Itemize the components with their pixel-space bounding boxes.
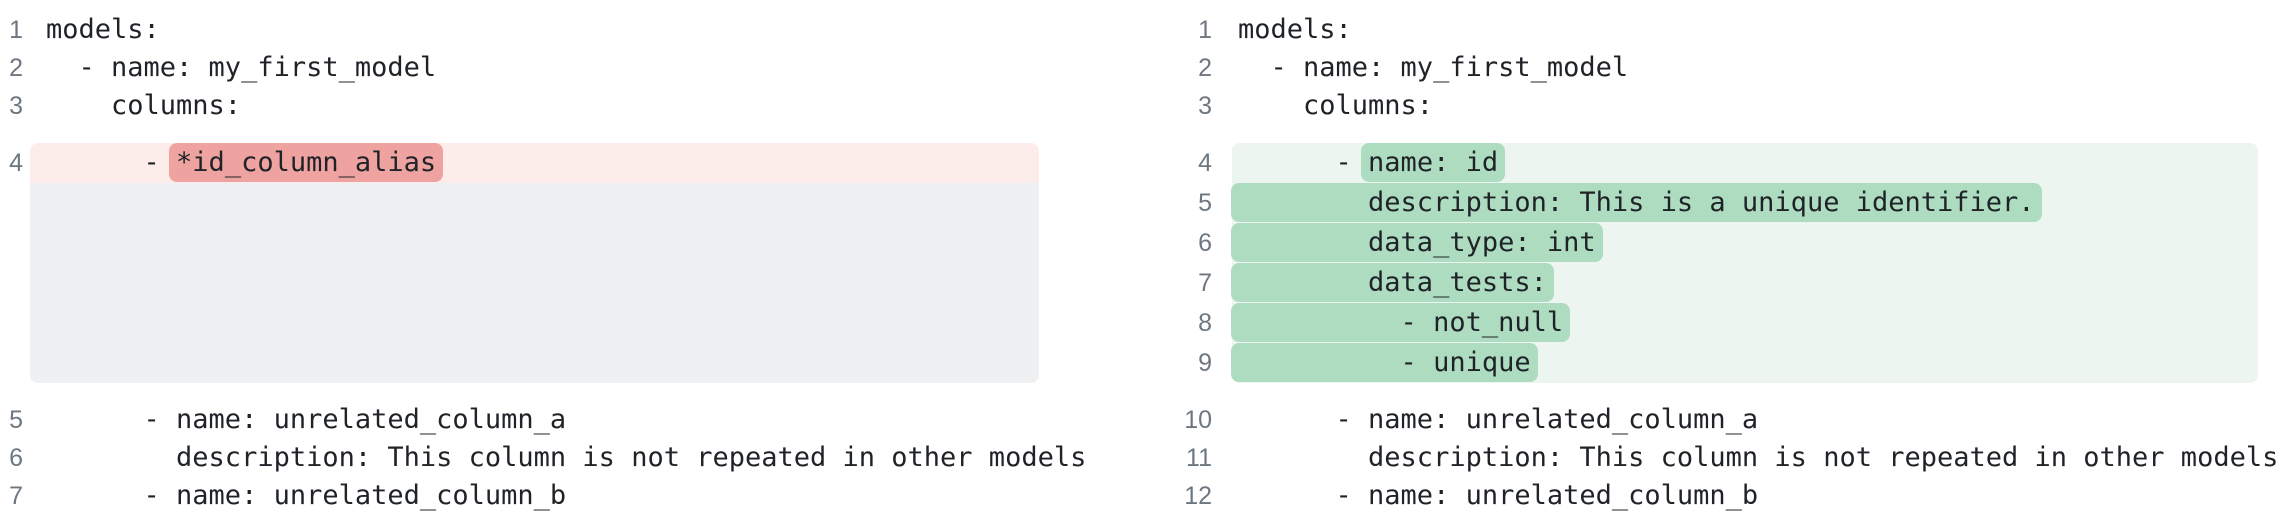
code-text: description: This column is not repeated… [46, 442, 1087, 473]
added-line-background: - name: id [1232, 143, 2258, 183]
yaml-diff-view: 1 models: 2 - name: my_first_model 3 col… [0, 11, 2278, 515]
added-code-line: 5 description: This is a unique identifi… [1140, 183, 2258, 223]
added-code-line: 9 - unique [1140, 343, 2258, 383]
collapsed-region [30, 183, 1039, 383]
line-number: 6 [1198, 229, 1212, 257]
code-line: 5 - name: unrelated_column_a [0, 401, 1039, 439]
line-number: 9 [1198, 349, 1212, 377]
code-text: - name: my_first_model [46, 52, 437, 83]
diff-pane-before: 1 models: 2 - name: my_first_model 3 col… [0, 11, 1086, 515]
collapsed-filler-row [0, 183, 1039, 383]
diff-pane-after: 1 models: 2 - name: my_first_model 3 col… [1140, 11, 2278, 515]
line-number: 6 [9, 444, 23, 472]
code-line: 2 - name: my_first_model [1140, 49, 2258, 87]
added-highlight: data_tests: [1231, 263, 1554, 302]
code-text: - name: unrelated_column_b [46, 480, 567, 511]
line-number: 7 [1198, 269, 1212, 297]
code-line: 11 description: This column is not repea… [1140, 439, 2278, 477]
added-code-line: 6 data_type: int [1140, 223, 2258, 263]
line-number: 8 [1198, 309, 1212, 337]
line-number: 2 [1198, 54, 1212, 82]
line-number: 12 [1184, 482, 1212, 510]
code-text: - [1238, 147, 1369, 178]
removed-highlight: *id_column_alias [169, 143, 444, 182]
line-number: 5 [9, 406, 23, 434]
code-text: - name: my_first_model [1238, 52, 1629, 83]
line-number: 1 [9, 16, 23, 44]
added-code-line: 8 - not_null [1140, 303, 2258, 343]
removed-line-background: - *id_column_alias [30, 143, 1039, 183]
code-line: 3 columns: [1140, 87, 2258, 125]
line-number: 11 [1186, 444, 1212, 472]
added-line-background: - not_null [1231, 303, 2258, 343]
code-line: 7 - name: unrelated_column_b [0, 477, 1039, 515]
added-highlight: data_type: int [1231, 223, 1603, 262]
line-number: 2 [9, 54, 23, 82]
code-text: - name: unrelated_column_b [1238, 480, 1759, 511]
code-text: description: This column is not repeated… [1238, 442, 2278, 473]
added-line-background: description: This is a unique identifier… [1231, 183, 2258, 223]
removed-code-line: 4 - *id_column_alias [0, 143, 1039, 183]
line-number: 3 [9, 92, 23, 120]
code-text: columns: [1238, 90, 1434, 121]
added-line-background: data_tests: [1231, 263, 2258, 303]
code-text: models: [1238, 14, 1352, 45]
code-line: 12 - name: unrelated_column_b [1140, 477, 2258, 515]
code-text: models: [46, 14, 160, 45]
code-text: - [46, 147, 177, 178]
code-line: 3 columns: [0, 87, 1039, 125]
added-code-line: 7 data_tests: [1140, 263, 2258, 303]
added-highlight: name: id [1361, 143, 1506, 182]
line-number: 10 [1184, 406, 1212, 434]
code-line: 2 - name: my_first_model [0, 49, 1039, 87]
added-highlight: - not_null [1231, 303, 1571, 342]
added-line-background: data_type: int [1231, 223, 2258, 263]
code-line: 10 - name: unrelated_column_a [1140, 401, 2258, 439]
code-text: columns: [46, 90, 242, 121]
line-number: 7 [9, 482, 23, 510]
line-number: 4 [1198, 149, 1212, 177]
line-number: 5 [1198, 189, 1212, 217]
added-highlight: - unique [1231, 343, 1538, 382]
line-number: 3 [1198, 92, 1212, 120]
code-text: - name: unrelated_column_a [1238, 404, 1759, 435]
line-number-empty [0, 183, 30, 383]
code-line: 6 description: This column is not repeat… [0, 439, 1086, 477]
line-number: 4 [9, 149, 23, 177]
added-line-background: - unique [1231, 343, 2258, 383]
code-text: - name: unrelated_column_a [46, 404, 567, 435]
code-line: 1 models: [1140, 11, 2258, 49]
added-code-line: 4 - name: id [1140, 143, 2258, 183]
code-line: 1 models: [0, 11, 1039, 49]
line-number: 1 [1198, 16, 1212, 44]
added-highlight: description: This is a unique identifier… [1231, 183, 2042, 222]
